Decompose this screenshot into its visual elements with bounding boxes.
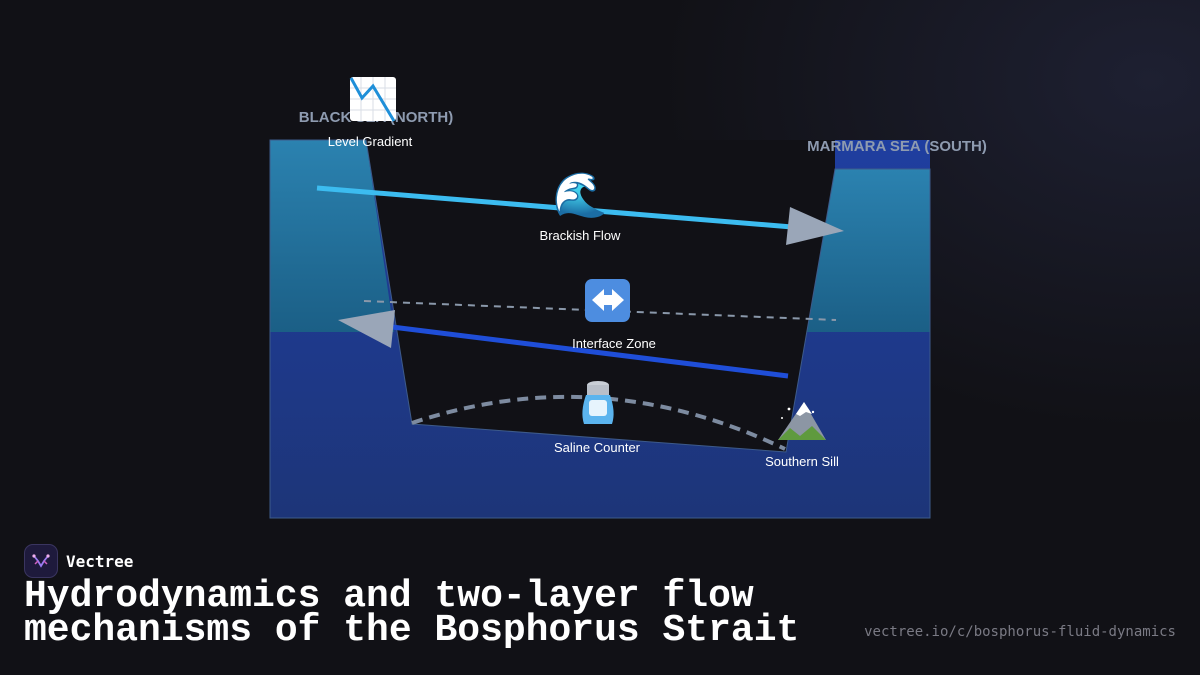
saline-counter-arrow (338, 310, 789, 379)
surface-water-north (270, 140, 394, 332)
surface-water-south (806, 169, 930, 332)
water-wave-icon: 🌊 (553, 170, 608, 221)
brand: Vectree (24, 544, 133, 578)
node-label-saline-counter: Saline Counter (554, 440, 641, 455)
strait-diagram: BLACK SEA (NORTH) MARMARA SEA (SOUTH) Le… (269, 77, 987, 519)
node-label-southern-sill: Southern Sill (765, 454, 839, 469)
brackish-flow-arrow (316, 185, 844, 245)
region-label-south: MARMARA SEA (SOUTH) (807, 138, 987, 155)
mountain-icon (778, 402, 826, 440)
source-url[interactable]: vectree.io/c/bosphorus-fluid-dynamics (864, 624, 1176, 640)
node-saline-counter: Saline Counter (554, 381, 641, 455)
node-label-brackish-flow: Brackish Flow (540, 228, 622, 243)
node-interface-zone: Interface Zone (572, 279, 656, 351)
page-title: Hydrodynamics and two-layer flow mechani… (24, 575, 800, 652)
basin-outline (269, 139, 931, 519)
vectree-logo-icon (24, 544, 58, 578)
node-label-interface-zone: Interface Zone (572, 336, 656, 351)
brand-name: Vectree (66, 551, 134, 571)
node-level-gradient: Level Gradient (328, 77, 413, 149)
node-southern-sill: Southern Sill (765, 402, 839, 469)
water-basin (269, 139, 931, 519)
salt-shaker-icon (582, 381, 614, 424)
node-brackish-flow: 🌊 Brackish Flow (540, 170, 622, 243)
node-label-level-gradient: Level Gradient (328, 134, 413, 149)
